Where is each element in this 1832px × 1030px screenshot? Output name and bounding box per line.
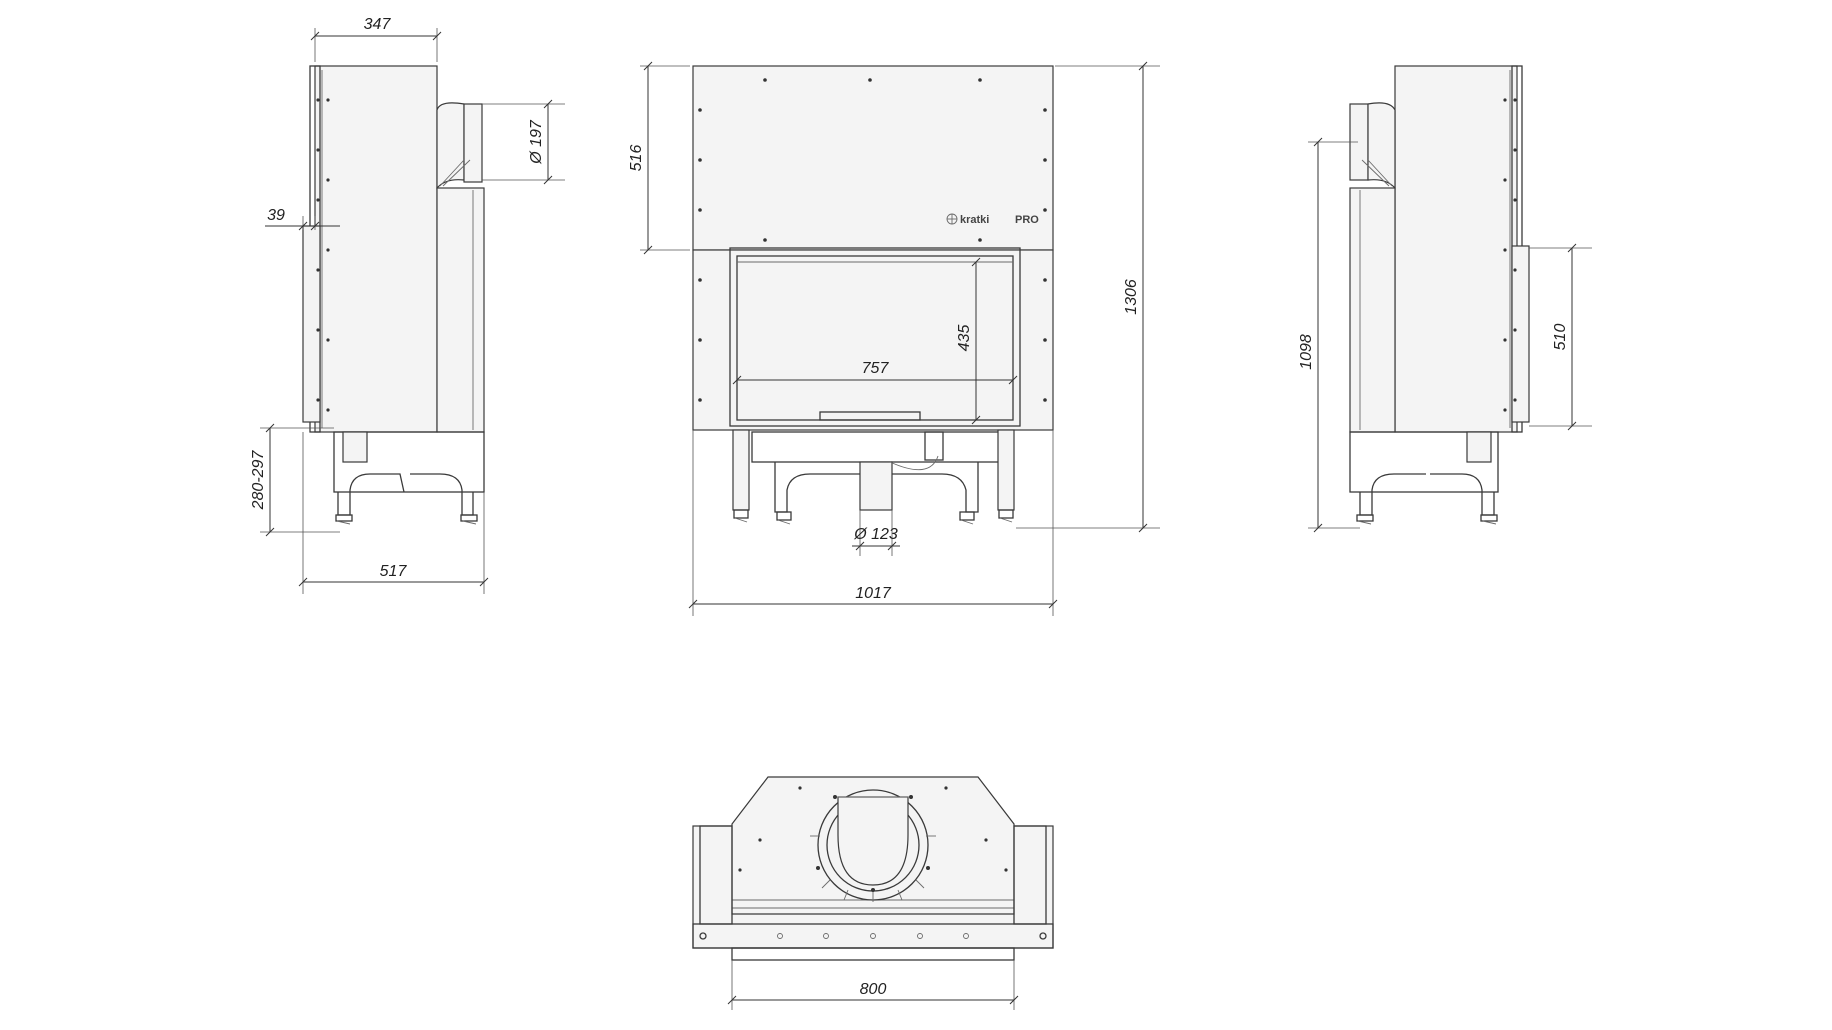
brand-logo: kratki PRO xyxy=(946,213,1039,226)
dim-depth-base: 517 xyxy=(380,563,408,580)
dim-depth-top: 347 xyxy=(364,16,392,33)
dim-glass-width: 757 xyxy=(862,360,890,377)
dim-air-inlet-diameter: Ø 123 xyxy=(853,526,898,543)
dim-upper-height: 516 xyxy=(628,145,645,172)
brand-logo-suffix: PRO xyxy=(1015,214,1039,226)
dim-frame-offset: 39 xyxy=(267,207,285,224)
dim-door-height: 510 xyxy=(1552,324,1569,351)
dim-top-width: 800 xyxy=(860,981,887,998)
dim-outlet-height: 1098 xyxy=(1298,334,1315,370)
right-side-view: 1098 510 xyxy=(1298,65,1592,529)
dim-total-width: 1017 xyxy=(855,585,892,602)
left-side-view: 347 Ø 197 39 280-297 517 xyxy=(250,16,565,594)
dimension-ticks xyxy=(265,31,1577,1005)
brand-logo-name: kratki xyxy=(960,214,989,226)
dim-glass-height: 435 xyxy=(956,325,973,352)
dim-flue-diameter: Ø 197 xyxy=(528,119,545,165)
top-view: 800 xyxy=(692,776,1054,1010)
dim-leg-height: 280-297 xyxy=(250,450,267,511)
dim-total-height: 1306 xyxy=(1123,279,1140,315)
front-view: kratki PRO 516 1306 435 757 xyxy=(628,65,1160,616)
